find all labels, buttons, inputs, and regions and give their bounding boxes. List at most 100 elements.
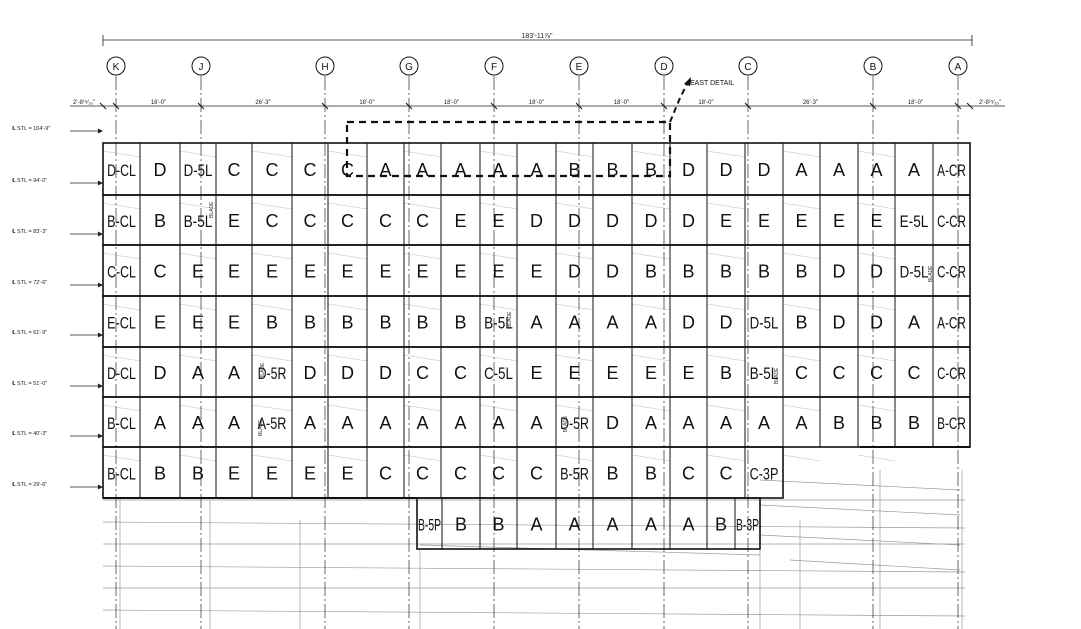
grid-bubble: [948, 56, 968, 76]
level-label: ℄ STL = 83'-3": [11, 229, 47, 235]
panel-label: C: [908, 363, 921, 383]
panel-label: E: [379, 262, 391, 282]
panel-joint-line: [479, 303, 518, 311]
panel-label: B: [416, 313, 428, 333]
panel-joint-line: [102, 202, 141, 210]
panel-row-outline: [102, 446, 784, 499]
panel-label: D-CL: [107, 364, 136, 383]
level-arrowhead: [98, 180, 103, 186]
panel-label: E: [795, 211, 807, 231]
grid-bubble: [863, 56, 883, 76]
level-arrowhead: [98, 484, 103, 490]
grid-bubble: [738, 56, 758, 76]
panel-joint-line: [179, 150, 217, 158]
panel-label: C: [416, 211, 429, 231]
level-arrowhead: [98, 383, 103, 389]
grid-bubble: [315, 56, 335, 76]
panel-label: A: [530, 413, 542, 433]
panel-label: A-CR: [937, 161, 966, 180]
panel-label: E: [192, 313, 204, 333]
grid-bubble-label: B: [870, 62, 877, 73]
panel-label: C-CR: [937, 263, 966, 282]
panel-joint-line: [403, 354, 442, 362]
panel-label: C: [454, 363, 467, 383]
panel-label: B: [341, 313, 353, 333]
level-arrowhead: [98, 231, 103, 237]
panel-label: A: [606, 313, 618, 333]
level-label: ℄ STL = 29'-6": [11, 482, 47, 488]
grid-bubble-label: K: [113, 62, 120, 73]
east-detail-label: EAST DETAIL: [690, 80, 734, 87]
panel-label: E: [266, 464, 278, 484]
panel-label: E: [492, 262, 504, 282]
panel-label: A: [833, 160, 845, 180]
panel-label: C-CR: [937, 212, 966, 231]
grid-bubble-label: A: [955, 62, 962, 73]
level-arrowhead: [98, 128, 103, 134]
underlay-framing: [102, 150, 966, 629]
panel-label: E: [454, 262, 466, 282]
level-markers: ℄ STL = 104'-9"℄ STL = 94'-0"℄ STL = 83'…: [11, 126, 103, 490]
grid-lines: [115, 76, 959, 629]
panel-label: C: [304, 160, 317, 180]
panel-label: D: [154, 160, 167, 180]
level-label: ℄ STL = 40'-3": [11, 431, 47, 437]
panel-joint-line: [555, 404, 594, 412]
dimension-tick: [954, 102, 962, 110]
panel-label: D: [682, 313, 695, 333]
panel-joint-line: [403, 454, 442, 462]
grid-bubble: [654, 56, 674, 76]
east-detail-callout: EAST DETAIL: [345, 77, 734, 178]
dimension-tick: [112, 102, 120, 110]
panel-label: B-3P: [736, 516, 759, 535]
panel-joint-line: [102, 252, 141, 260]
panel-joint-line: [251, 454, 293, 462]
level-label: ℄ STL = 51'-0": [11, 381, 47, 387]
panel-joint-line: [706, 150, 746, 158]
blade-tag: BLADE: [928, 265, 934, 282]
grid-bubble-label: H: [321, 62, 328, 73]
panel-label: A: [720, 413, 732, 433]
panel-label: A: [908, 160, 920, 180]
panel-label: D: [720, 160, 733, 180]
panel-label: C: [530, 464, 543, 484]
panel-label: A: [568, 313, 580, 333]
panel-label: D: [682, 211, 695, 231]
panel-joint-line: [102, 150, 141, 158]
panel-label: E: [228, 211, 240, 231]
panel-joint-line: [179, 202, 217, 210]
dimension-tick: [966, 102, 974, 110]
panel-label: C: [379, 464, 392, 484]
panel-label: D-CL: [107, 161, 136, 180]
panel-label: D: [606, 211, 619, 231]
panel-label: A: [645, 313, 657, 333]
grid-bubble-label: G: [405, 62, 413, 73]
panel-joint-line: [555, 252, 594, 260]
bay-dimension: 18'-0": [359, 100, 374, 106]
panel-joint-line: [782, 404, 821, 412]
panel-joint-line: [403, 404, 442, 412]
panel-label: D: [379, 363, 392, 383]
panel-label: C: [341, 211, 354, 231]
dimension-tick: [660, 102, 668, 110]
panel-label: B: [304, 313, 316, 333]
level-label: ℄ STL = 61'-9": [11, 330, 47, 336]
panel-label: A: [908, 313, 920, 333]
panel-joint-line: [857, 252, 896, 260]
panel-label: D-5L: [184, 161, 213, 180]
panel-label: E: [228, 464, 240, 484]
panel-joint-line: [179, 404, 217, 412]
panel-label: C: [266, 160, 279, 180]
dimension-tick: [575, 102, 583, 110]
panel-label: A: [682, 413, 694, 433]
panel-label: C-5L: [484, 364, 513, 383]
panel-label: B: [795, 262, 807, 282]
grid-bubble-label: J: [199, 62, 204, 73]
panel-label: E: [341, 262, 353, 282]
panel-label: C: [720, 464, 733, 484]
panel-label: B-CL: [107, 212, 136, 231]
panel-label: B: [720, 262, 732, 282]
panel-joint-line: [179, 354, 217, 362]
